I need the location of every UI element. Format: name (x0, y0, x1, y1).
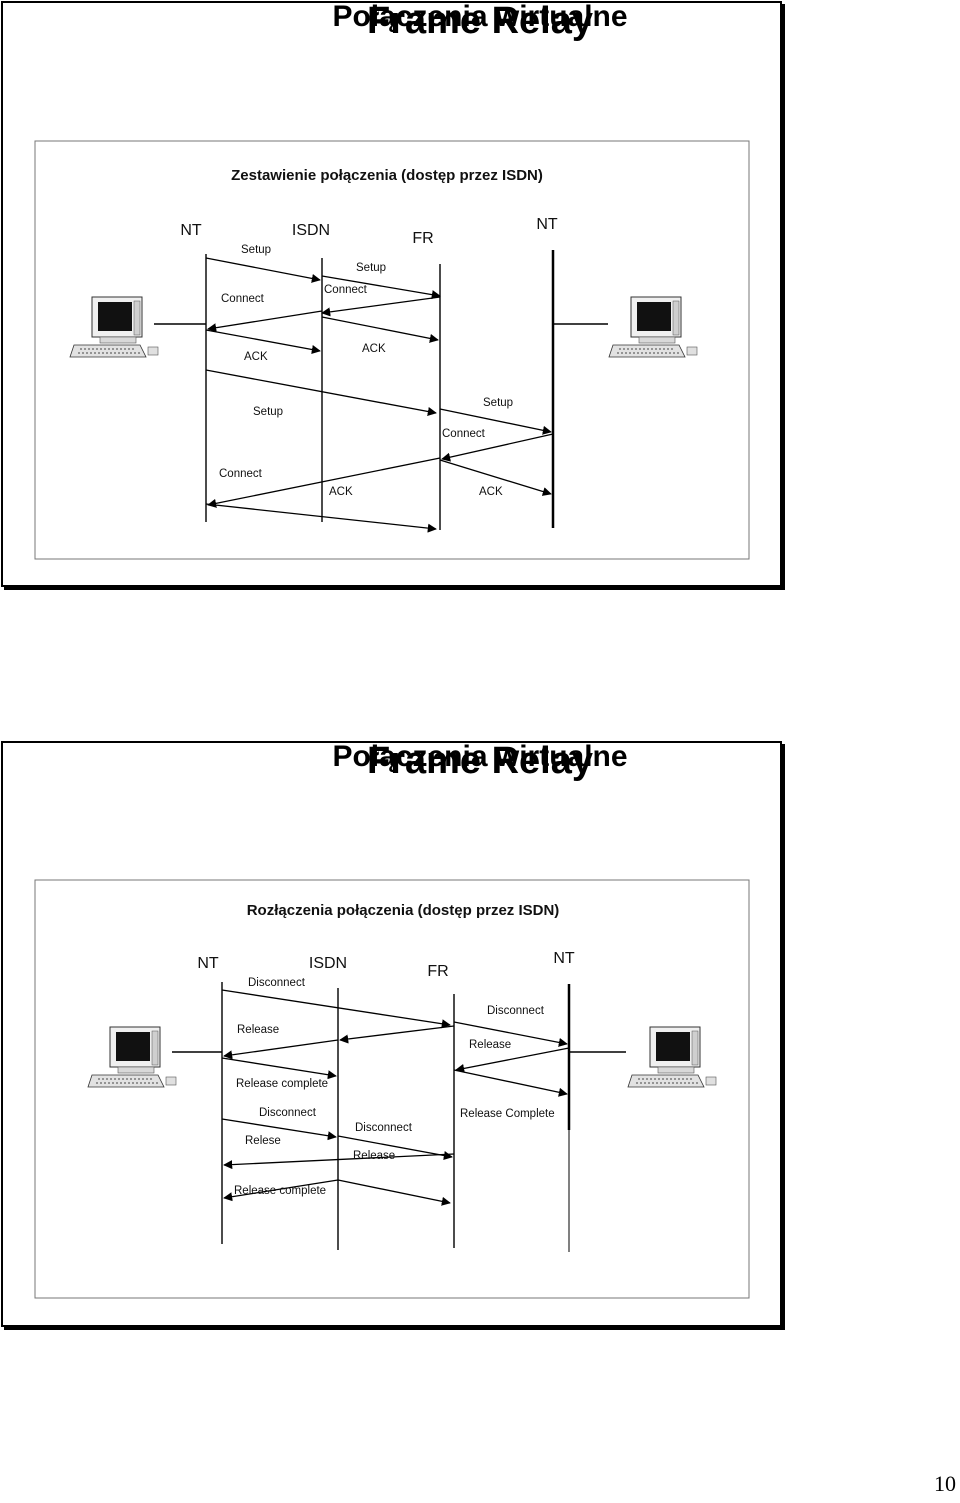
msg-release: Release (237, 1024, 279, 1036)
messages-1 (205, 257, 554, 533)
msg-disconnect: Disconnect (259, 1107, 317, 1119)
msg-ack: ACK (362, 343, 386, 355)
slide-2-title: Frame Relay (366, 740, 593, 782)
msg-disconnect: Disconnect (487, 1005, 545, 1017)
msg-connect: Connect (221, 293, 265, 305)
node-nt-right: NT (536, 216, 558, 233)
node-nt-right: NT (553, 950, 575, 967)
node-nt-left: NT (197, 955, 219, 972)
msg-setup: Setup (241, 244, 271, 256)
msg-release-complete: Release complete (234, 1185, 326, 1197)
msg-ack: ACK (244, 351, 268, 363)
lifelines-1 (154, 250, 608, 530)
slide-1-title: Frame Relay (366, 0, 593, 42)
msg-release-complete: Release complete (236, 1078, 328, 1090)
node-isdn: ISDN (292, 222, 330, 239)
msg-connect: Connect (442, 428, 486, 440)
node-fr: FR (412, 230, 433, 247)
msg-setup: Setup (483, 397, 513, 409)
msg-setup: Setup (356, 262, 386, 274)
msg-connect: Connect (324, 284, 368, 296)
msg-release: Release (353, 1150, 395, 1162)
slide-1-subtitle: Połączenia wirtualne (332, 0, 628, 33)
diagram-2-heading: Rozłączenia połączenia (dostęp przez ISD… (247, 902, 560, 919)
msg-ack: ACK (329, 486, 353, 498)
node-fr: FR (427, 963, 448, 980)
msg-release-complete: Release Complete (460, 1108, 555, 1120)
msg-disconnect: Disconnect (355, 1122, 413, 1134)
msg-relese: Relese (245, 1135, 281, 1147)
lifelines-2 (172, 982, 626, 1252)
msg-setup: Setup (253, 406, 283, 418)
diagram-1-heading: Zestawienie połączenia (dostęp przez ISD… (231, 167, 543, 184)
node-nt-left: NT (180, 222, 202, 239)
diagram-2-frame (34, 879, 750, 1299)
messages-2 (221, 989, 570, 1206)
slide-2-subtitle: Połączenia wirtualne (332, 740, 628, 773)
msg-ack: ACK (479, 486, 503, 498)
msg-release: Release (469, 1039, 511, 1051)
msg-disconnect: Disconnect (248, 977, 306, 989)
page-number: 10 (934, 1471, 956, 1496)
node-isdn: ISDN (309, 955, 347, 972)
msg-connect: Connect (219, 468, 263, 480)
